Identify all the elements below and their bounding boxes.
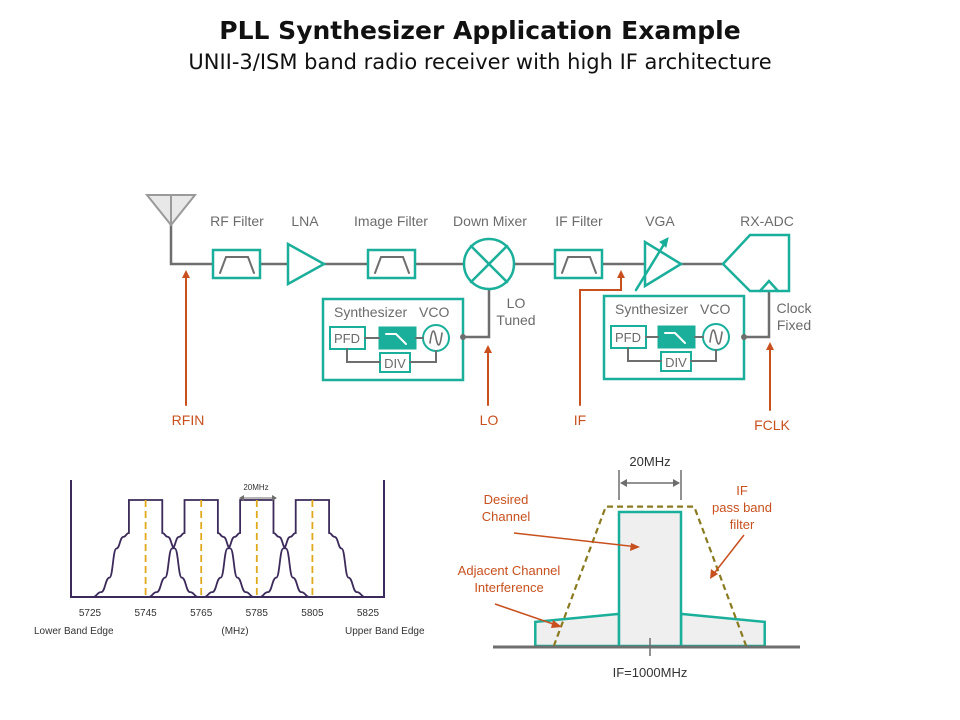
- x-axis-unit-label: (MHz): [221, 626, 248, 637]
- x-tick-5765: 5765: [190, 608, 213, 619]
- x-tick-5805: 5805: [301, 608, 324, 619]
- lowpass-filter-icon: [385, 333, 407, 345]
- bandpass-filter-icon: [561, 256, 597, 274]
- if-filter-arrow: [711, 534, 745, 577]
- spacing-label: 20MHz: [243, 483, 268, 492]
- adc-icon: [721, 233, 791, 293]
- down-mixer-block[interactable]: [462, 237, 516, 291]
- adjacent-channel-arrow: [494, 603, 560, 627]
- label-lo: LO: [480, 412, 499, 428]
- label-vco-clk: VCO: [700, 301, 730, 317]
- x-tick-5725: 5725: [79, 608, 102, 619]
- page-subtitle: UNII-3/ISM band radio receiver with high…: [188, 50, 772, 74]
- label-pfd-clk: PFD: [615, 330, 641, 345]
- desired-channel-label-1: Desired: [484, 492, 529, 507]
- bandwidth-label: 20MHz: [629, 454, 670, 469]
- adjacent-channel-right: [679, 612, 766, 648]
- label-rf-filter: RF Filter: [210, 213, 264, 229]
- desired-channel: [617, 510, 683, 648]
- if-center-label: IF=1000MHz: [613, 665, 688, 680]
- x-tick-5745: 5745: [134, 608, 157, 619]
- label-lo-out-2: Tuned: [496, 312, 535, 328]
- chart1-axes: [70, 480, 385, 598]
- vga-block[interactable]: [634, 237, 684, 292]
- label-synthesizer-clk: Synthesizer: [615, 301, 688, 317]
- label-lna: LNA: [291, 213, 319, 229]
- adjacent-channel-label-2: Interference: [474, 580, 543, 595]
- loop-filter-block: [657, 325, 696, 349]
- label-rx-adc: RX-ADC: [740, 213, 794, 229]
- arrowhead-icon: [710, 569, 718, 579]
- loop-filter-block: [378, 326, 417, 350]
- if-filter-block[interactable]: [553, 248, 604, 280]
- clock-input-triangle-icon: [758, 279, 780, 293]
- amplifier-icon: [286, 241, 327, 287]
- x-tick-5785: 5785: [246, 608, 269, 619]
- arrowhead-icon: [551, 620, 562, 628]
- arrowhead-icon: [617, 270, 625, 278]
- bandpass-filter-icon: [219, 256, 255, 274]
- label-image-filter: Image Filter: [354, 213, 428, 229]
- label-fclk: FCLK: [754, 417, 790, 433]
- adjacent-channel-label-1: Adjacent Channel: [458, 563, 561, 578]
- arrowhead-icon: [630, 543, 640, 551]
- image-filter-block[interactable]: [366, 248, 417, 280]
- upper-band-edge-label: Upper Band Edge: [345, 626, 425, 637]
- bandpass-filter-icon: [374, 256, 410, 274]
- channel-spectrum-chart: 5725 5745 5765 5785 5805 5825 20MHz Lower Ban…: [34, 480, 425, 637]
- if-filter-label-2: pass band: [712, 500, 772, 515]
- rf-filter-block[interactable]: [211, 248, 262, 280]
- signal-arrows: [185, 274, 771, 411]
- label-div-clk: DIV: [665, 355, 687, 370]
- desired-channel-arrow: [513, 532, 639, 548]
- antenna-icon: [144, 194, 198, 227]
- if-filter-label-1: IF: [736, 483, 748, 498]
- adjacent-channel-left: [534, 612, 621, 648]
- lower-band-edge-label: Lower Band Edge: [34, 626, 114, 637]
- label-pfd-lo: PFD: [334, 331, 360, 346]
- bandwidth-annotation: 20MHz: [618, 454, 682, 500]
- label-clock-out-2: Fixed: [777, 317, 811, 333]
- synthesizer-clock-block[interactable]: [602, 294, 747, 381]
- synthesizer-lo-block[interactable]: [321, 297, 466, 382]
- if-spectrum-chart: 20MHz IF=1000MHz Desired Channel IF pass…: [458, 454, 800, 680]
- label-lo-out-1: LO: [507, 295, 526, 311]
- lowpass-filter-icon: [664, 332, 686, 344]
- block-diagram: [144, 194, 791, 411]
- signal-path-wires: [169, 220, 771, 339]
- label-vga: VGA: [645, 213, 675, 229]
- x-tick-5825: 5825: [357, 608, 380, 619]
- rx-adc-block[interactable]: [721, 233, 791, 293]
- desired-channel-label-2: Channel: [482, 509, 531, 524]
- label-div-lo: DIV: [384, 356, 406, 371]
- label-synthesizer-lo: Synthesizer: [334, 304, 407, 320]
- variable-gain-amplifier-icon: [643, 239, 684, 289]
- label-if: IF: [574, 412, 586, 428]
- if-filter-label-3: filter: [730, 517, 755, 532]
- lna-block[interactable]: [286, 241, 327, 287]
- page-title: PLL Synthesizer Application Example: [219, 16, 741, 45]
- label-clock-out-1: Clock: [776, 300, 812, 316]
- arrowhead-icon: [484, 345, 492, 353]
- spacing-annotation: 20MHz: [239, 483, 277, 501]
- label-if-filter: IF Filter: [555, 213, 603, 229]
- label-vco-lo: VCO: [419, 304, 449, 320]
- arrowhead-icon: [766, 342, 774, 350]
- arrowhead-icon: [182, 270, 190, 278]
- label-rfin: RFIN: [172, 412, 205, 428]
- label-down-mixer: Down Mixer: [453, 213, 527, 229]
- if-passband-filter-mask: [552, 505, 748, 647]
